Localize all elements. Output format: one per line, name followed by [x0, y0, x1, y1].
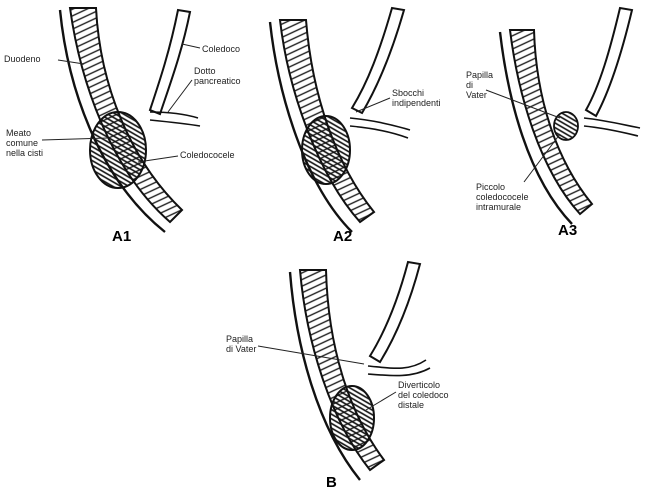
- a2-pancreatic-duct: [350, 118, 410, 138]
- label-b-diverticolo: Diverticolo del coledoco distale: [398, 380, 449, 410]
- panel-title-a1: A1: [112, 228, 131, 245]
- panel-a1-drawing: [60, 8, 200, 232]
- label-a3-piccolo-coledococele: Piccolo coledococele intramurale: [476, 182, 529, 212]
- label-a1-duodeno: Duodeno: [4, 54, 41, 64]
- panel-a2-drawing: [270, 8, 410, 232]
- panel-title-a2: A2: [333, 228, 352, 245]
- panel-title-a3: A3: [558, 222, 577, 239]
- label-a1-dotto-pancreatico: Dotto pancreatico: [194, 66, 241, 86]
- a2-choledochocele: [302, 116, 350, 184]
- b-common-bile-duct: [370, 262, 420, 362]
- a3-common-bile-duct: [586, 8, 632, 116]
- label-a2-sbocchi: Sbocchi indipendenti: [392, 88, 441, 108]
- label-a1-coledoco: Coledoco: [202, 44, 240, 54]
- panel-b-drawing: [290, 262, 430, 480]
- label-b-papilla: Papilla di Vater: [226, 334, 256, 354]
- a3-small-choledochocele: [554, 112, 578, 140]
- leader-a1-dotto: [168, 80, 192, 112]
- label-a3-papilla: Papilla di Vater: [466, 70, 493, 100]
- a1-choledochocele: [90, 112, 146, 188]
- b-pancreatic-duct: [368, 360, 430, 376]
- a1-common-bile-duct: [150, 10, 190, 114]
- label-a1-coledococele: Coledococele: [180, 150, 235, 160]
- label-a1-meato-comune: Meato comune nella cisti: [6, 128, 43, 158]
- a1-pancreatic-duct: [150, 112, 200, 126]
- leader-a1-coledoco: [182, 44, 200, 48]
- b-diverticulum: [330, 386, 374, 450]
- a3-pancreatic-duct: [584, 118, 640, 136]
- panel-title-b: B: [326, 474, 337, 491]
- leader-b-papilla: [258, 346, 364, 364]
